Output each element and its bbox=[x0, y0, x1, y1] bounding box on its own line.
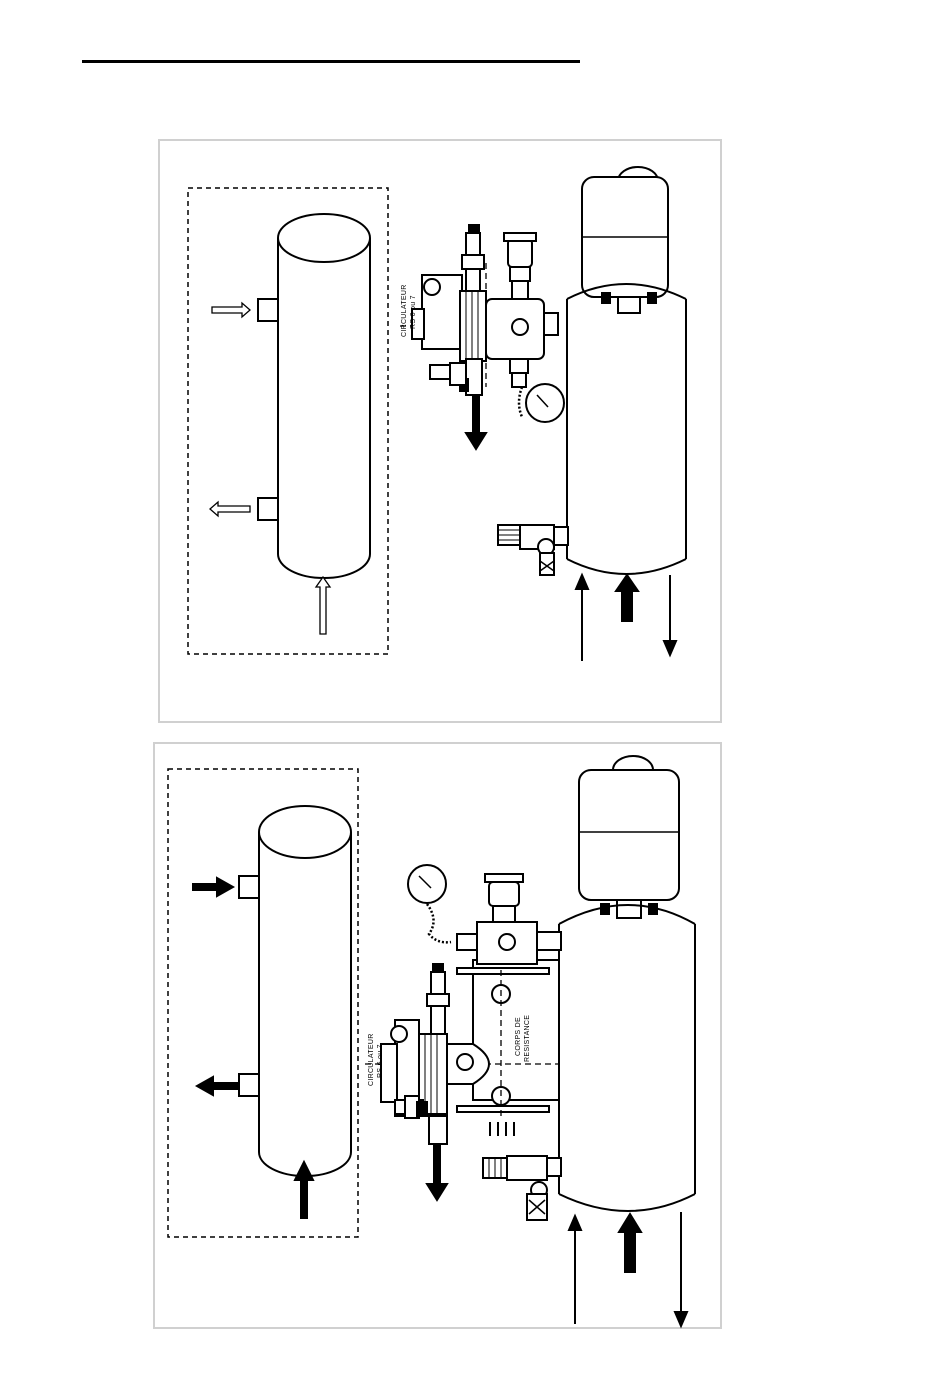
circulator-label-line2: RS 6 ou 7 bbox=[410, 295, 417, 329]
expansion-vessel bbox=[579, 756, 679, 918]
safety-valve bbox=[498, 525, 568, 575]
pump-lower-fittings bbox=[430, 359, 528, 395]
pressure-gauge bbox=[408, 865, 477, 950]
remote-tank-fittings bbox=[239, 876, 259, 1096]
boiler-bottom-arrows bbox=[569, 1212, 687, 1326]
boiler-cylinder bbox=[567, 284, 686, 574]
pump-outlet-arrow bbox=[466, 395, 486, 449]
remote-tank-arrows bbox=[210, 303, 330, 634]
safety-valve bbox=[483, 1156, 561, 1220]
header-rule bbox=[82, 60, 580, 63]
diagram-1-labels: CIRCULATEUR RS 6 ou 7 bbox=[401, 284, 417, 337]
remote-tank-fittings bbox=[258, 299, 278, 520]
pressure-gauge bbox=[519, 384, 564, 422]
diagram-1-drawing: CIRCULATEUR RS 6 ou 7 bbox=[160, 141, 724, 725]
pump-upper-fittings bbox=[462, 225, 536, 299]
diagram-panel-2: CIRCULATEUR RS 6 ou 7 CORPS DE RESISTANC… bbox=[153, 742, 722, 1329]
diagram-panel-1: CIRCULATEUR RS 6 ou 7 bbox=[158, 139, 722, 723]
pump-outlet-arrow bbox=[427, 1144, 447, 1200]
boiler-bottom-arrows bbox=[576, 575, 676, 661]
circulator-label-line1: CIRCULATEUR bbox=[401, 284, 408, 337]
circulator-label-line1: CIRCULATEUR bbox=[368, 1033, 375, 1086]
resistance-label-line2: RESISTANCE bbox=[524, 1015, 531, 1062]
remote-tank-arrows bbox=[193, 878, 313, 1218]
diagram-2-drawing: CIRCULATEUR RS 6 ou 7 CORPS DE RESISTANC… bbox=[155, 744, 724, 1331]
air-vent bbox=[485, 874, 523, 922]
circulator-label-line2: RS 6 ou 7 bbox=[377, 1044, 384, 1078]
expansion-vessel bbox=[582, 167, 668, 313]
remote-storage-tank bbox=[278, 214, 370, 578]
resistance-body bbox=[457, 922, 561, 1136]
remote-tank-boundary bbox=[188, 188, 388, 654]
circulator-pump bbox=[412, 275, 558, 361]
remote-storage-tank bbox=[259, 806, 351, 1176]
boiler-cylinder bbox=[559, 905, 695, 1211]
resistance-label-line1: CORPS DE bbox=[515, 1017, 522, 1056]
